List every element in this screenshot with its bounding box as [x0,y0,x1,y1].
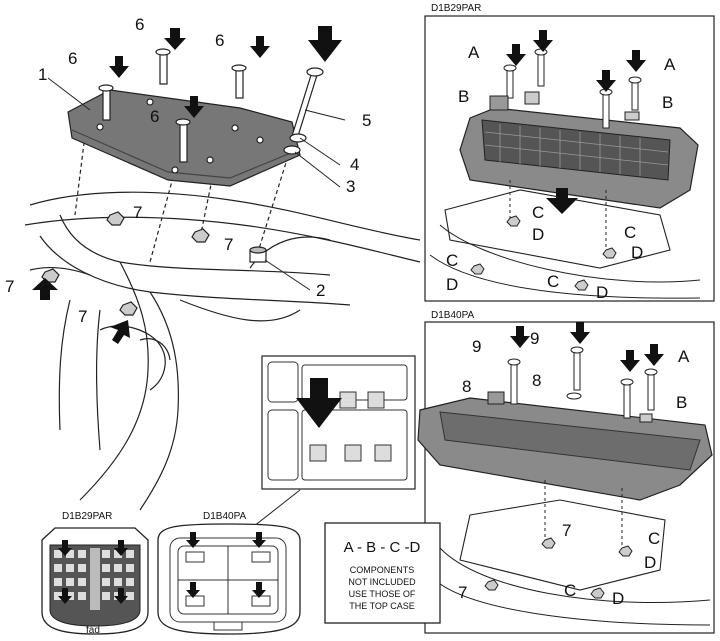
arrow-icon [620,350,640,372]
callout-D: D [532,225,544,244]
legend-heading: A - B - C -D [344,539,421,556]
callout-B: B [662,93,673,112]
callout-C: C [564,581,576,600]
arrow-icon [114,588,128,604]
callout-7: 7 [5,277,14,296]
arrow-icon [252,582,266,598]
arrow-icon [32,278,58,300]
thumbnail-title: D1B40PA [203,511,247,522]
panel-d1b29par: D1B29PAR [424,3,715,302]
main-callouts: 1 6 6 6 6 5 4 3 2 7 7 7 7 [5,15,371,326]
callout-7: 7 [458,583,467,602]
callout-D: D [596,283,608,302]
main-arrows [32,26,342,344]
panel-d1b40pa: D1B40PA [417,310,715,634]
callout-7: 7 [78,307,87,326]
arrow-icon [186,582,200,598]
arrow-icon [58,588,72,604]
arrow-icon [58,540,72,556]
callout-D: D [446,275,458,294]
callout-C: C [547,272,559,291]
legend-line: THE TOP CASE [349,601,415,611]
arrow-icon [570,322,590,344]
arrow-icon [252,532,266,548]
arrow-icon [186,532,200,548]
arrow-icon [596,70,616,92]
callout-8: 8 [532,371,541,390]
callout-A: A [678,347,690,366]
arrow-icon [250,36,270,58]
arrow-icon [164,28,186,50]
callout-9: 9 [472,337,481,356]
arrow-icon [184,96,204,118]
thumbnail-d1b29par: D1B29PAR fad [41,511,149,636]
arrow-icon [546,188,578,214]
arrow-icon [533,30,553,52]
callout-A: A [468,43,480,62]
callout-7: 7 [562,521,571,540]
arrow-icon [109,56,129,78]
legend-box: A - B - C -D COMPONENTS NOT INCLUDED USE… [324,522,441,624]
callout-D: D [631,243,643,262]
callout-B: B [458,87,469,106]
panel-title: D1B40PA [431,310,475,321]
thumbnail-d1b40pa: D1B40PA [157,511,301,635]
callout-C: C [532,203,544,222]
callout-D: D [644,553,656,572]
callout-6: 6 [135,15,144,34]
callout-7: 7 [224,235,233,254]
arrow-icon [644,344,664,366]
callout-9: 9 [530,329,539,348]
callout-2: 2 [316,281,325,300]
callout-6: 6 [68,49,77,68]
callout-D: D [612,589,624,608]
callout-6: 6 [150,107,159,126]
callout-B: B [676,393,687,412]
callout-3: 3 [346,177,355,196]
callout-7: 7 [133,203,142,222]
arrow-icon [626,50,646,72]
callout-C: C [624,223,636,242]
callout-C: C [648,529,660,548]
arrow-icon [506,44,526,66]
callout-6: 6 [215,31,224,50]
legend-line: USE THOSE OF [349,589,416,599]
callout-5: 5 [362,111,371,130]
callout-4: 4 [350,155,359,174]
thumbnail-title: D1B29PAR [62,511,112,522]
callout-C: C [446,251,458,270]
arrow-icon [510,326,530,348]
arrow-icon [110,320,130,344]
legend-line: COMPONENTS [350,565,415,575]
detail-zoom-box [229,355,416,546]
callout-1: 1 [38,65,47,84]
callout-A: A [664,55,676,74]
callout-8: 8 [462,377,471,396]
panel-title: D1B29PAR [431,3,481,14]
arrow-icon [296,378,342,428]
arrow-icon [308,26,342,62]
legend-line: NOT INCLUDED [348,577,416,587]
arrow-icon [114,540,128,556]
thumbnail-marking: fad [86,625,100,636]
